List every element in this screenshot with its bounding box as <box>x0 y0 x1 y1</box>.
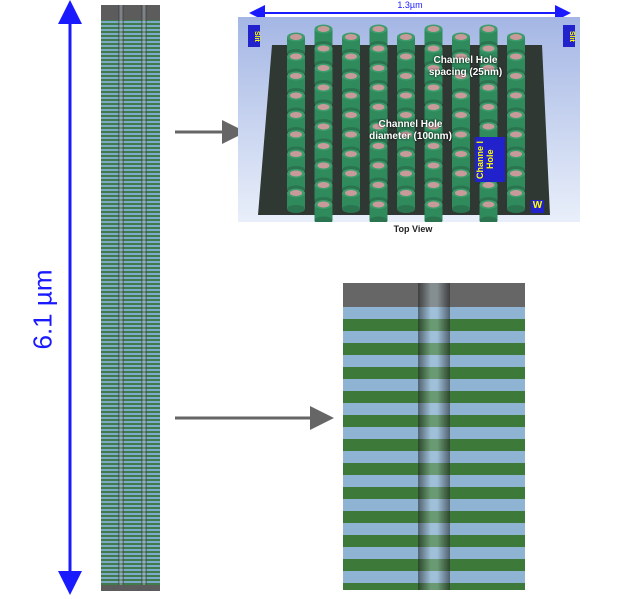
spacing-label: Channel Hole spacing (25nm) <box>428 55 503 78</box>
top-view-panel: Slit Slit Channel Hole spacing (25nm) Ch… <box>238 17 580 222</box>
channel-pillar <box>314 180 333 205</box>
channel-pillar <box>287 110 305 135</box>
channel-pillar <box>479 24 498 49</box>
w-tag: W <box>531 200 544 213</box>
channel-pillar <box>452 188 470 213</box>
channel-pillar <box>452 130 470 155</box>
channel-line <box>118 5 124 591</box>
channel-pillar <box>452 71 470 96</box>
channel-pillar <box>479 200 498 222</box>
channel-pillar <box>424 102 443 127</box>
slit-tag-left: Slit <box>248 25 260 47</box>
channel-pillar <box>369 180 388 205</box>
channel-pillar <box>424 83 443 108</box>
channel-hole <box>418 283 450 590</box>
zoomed-stack-cross-section <box>343 283 525 590</box>
channel-pillar <box>507 188 525 213</box>
channel-pillar <box>369 63 388 88</box>
full-stack-cross-section <box>101 5 160 591</box>
stack-top-cap <box>101 5 160 20</box>
width-label: 1.3µm <box>397 0 423 10</box>
channel-pillar <box>397 188 415 213</box>
channel-pillar <box>342 188 360 213</box>
channel-hole-tag: Channe l Hole <box>475 137 505 182</box>
channel-pillar <box>314 44 333 69</box>
channel-pillar <box>342 32 360 57</box>
channel-pillar <box>424 200 443 222</box>
channel-pillar <box>287 188 305 213</box>
slit-tag-right: Slit <box>563 25 575 47</box>
height-label: 6.1 µm <box>27 269 58 350</box>
channel-line <box>141 5 147 591</box>
channel-pillar <box>424 44 443 69</box>
top-view-caption: Top View <box>393 224 433 234</box>
channel-pillar <box>314 200 333 222</box>
stack-bottom-cap <box>101 585 160 591</box>
channel-pillar <box>287 52 305 77</box>
channel-pillar <box>369 200 388 222</box>
diameter-label: Channel Hole diameter (100nm) <box>369 119 452 142</box>
channel-pillar <box>424 180 443 205</box>
